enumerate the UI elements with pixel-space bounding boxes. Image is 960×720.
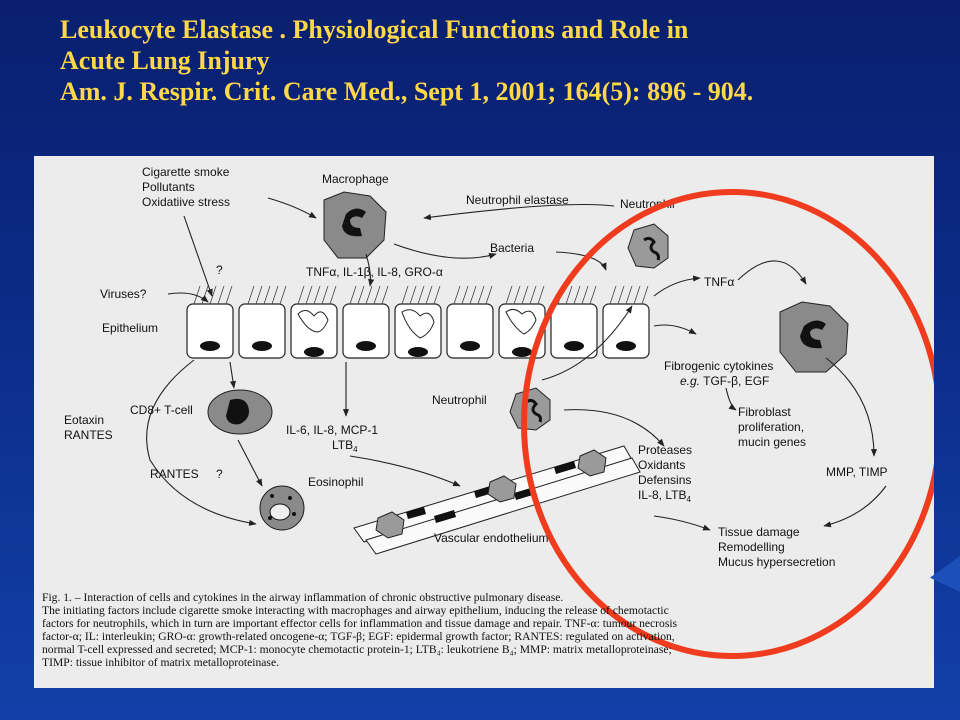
caption-line-2: The initiating factors include cigarette… xyxy=(42,604,669,617)
neutrophil-cell-mid xyxy=(509,387,551,431)
label-oxidants: Oxidants xyxy=(638,458,685,472)
label-mucin-genes: mucin genes xyxy=(738,435,806,449)
label-neutrophil-mid: Neutrophil xyxy=(432,393,487,407)
label-question-1: ? xyxy=(216,263,223,277)
label-cd8-t-cell: CD8+ T-cell xyxy=(130,403,193,417)
eosinophil-cell xyxy=(259,485,305,531)
label-rantes-2: RANTES xyxy=(150,467,199,481)
label-fibroblast: Fibroblast xyxy=(738,405,791,419)
label-il8-ltb4: IL-8, LTB4 xyxy=(638,488,691,504)
highlight-circle xyxy=(521,189,934,659)
caption-line-1: Fig. 1. – Interaction of cells and cytok… xyxy=(42,592,564,604)
cilia xyxy=(193,285,649,305)
label-tissue-damage: Tissue damage xyxy=(718,525,800,539)
slide-title: Leukocyte Elastase . Physiological Funct… xyxy=(60,14,940,107)
label-il6-il8-mcp1: IL-6, IL-8, MCP-1 xyxy=(286,423,378,437)
label-vascular-endothelium: Vascular endothelium xyxy=(434,531,549,545)
figure-caption: Fig. 1. – Interaction of cells and cytok… xyxy=(42,592,926,669)
label-rantes-1: RANTES xyxy=(64,428,113,442)
label-proteases: Proteases xyxy=(638,443,692,457)
caption-line-3: factors for neutrophils, which in turn a… xyxy=(42,617,678,630)
label-defensins: Defensins xyxy=(638,473,691,487)
label-question-2: ? xyxy=(216,467,223,481)
title-line-3: Am. J. Respir. Crit. Care Med., Sept 1, … xyxy=(60,77,754,106)
label-tnf-right: TNFα xyxy=(704,275,734,289)
label-epithelium: Epithelium xyxy=(102,321,158,335)
label-mmp-timp: MMP, TIMP xyxy=(826,465,888,479)
caption-line-6: TIMP: tissue inhibitor of matrix metallo… xyxy=(42,656,279,669)
neutrophil-cell-top xyxy=(627,223,669,269)
label-remodelling: Remodelling xyxy=(718,540,785,554)
label-neutrophil-elastase: Neutrophil elastase xyxy=(466,193,569,207)
label-tgf-egf: e.g. TGF-β, EGF xyxy=(680,374,769,388)
slide-corner-decoration xyxy=(930,556,960,592)
epithelium-nuclei xyxy=(200,341,636,357)
label-fibrogenic-cytokines: Fibrogenic cytokines xyxy=(664,359,773,373)
epithelium-layer xyxy=(186,303,650,359)
title-line-2: Acute Lung Injury xyxy=(60,46,270,75)
macrophage-cell-top xyxy=(323,191,387,259)
label-eotaxin: Eotaxin xyxy=(64,413,104,427)
label-proliferation: proliferation, xyxy=(738,420,804,434)
label-cigarette-smoke: Cigarette smoke xyxy=(142,165,230,179)
caption-line-5: normal T-cell expressed and secreted; MC… xyxy=(42,643,672,656)
label-ltb4: LTB4 xyxy=(332,438,358,454)
neutrophils-in-vessel xyxy=(375,449,607,539)
arrows xyxy=(146,197,887,531)
figure-panel: Cigarette smoke Pollutants Oxidatiive st… xyxy=(34,156,934,688)
label-eosinophil: Eosinophil xyxy=(308,475,363,489)
cd8-t-cell xyxy=(207,389,273,435)
label-mucus-hypersecretion: Mucus hypersecretion xyxy=(718,555,835,569)
label-top-cytokines: TNFα, IL-1β, IL-8, GRO-α xyxy=(306,265,443,279)
title-line-1: Leukocyte Elastase . Physiological Funct… xyxy=(60,15,689,44)
label-bacteria: Bacteria xyxy=(490,241,534,255)
infected-cells xyxy=(297,308,537,339)
label-viruses: Viruses? xyxy=(100,287,147,301)
label-oxidative-stress: Oxidatiive stress xyxy=(142,195,230,209)
macrophage-cell-right xyxy=(779,301,849,373)
label-pollutants: Pollutants xyxy=(142,180,195,194)
label-macrophage: Macrophage xyxy=(322,172,389,186)
copd-diagram: Cigarette smoke Pollutants Oxidatiive st… xyxy=(64,165,934,659)
diagram-labels: Cigarette smoke Pollutants Oxidatiive st… xyxy=(64,165,888,569)
caption-line-4: factor-α; IL: interleukin; GRO-α: growth… xyxy=(42,630,675,643)
